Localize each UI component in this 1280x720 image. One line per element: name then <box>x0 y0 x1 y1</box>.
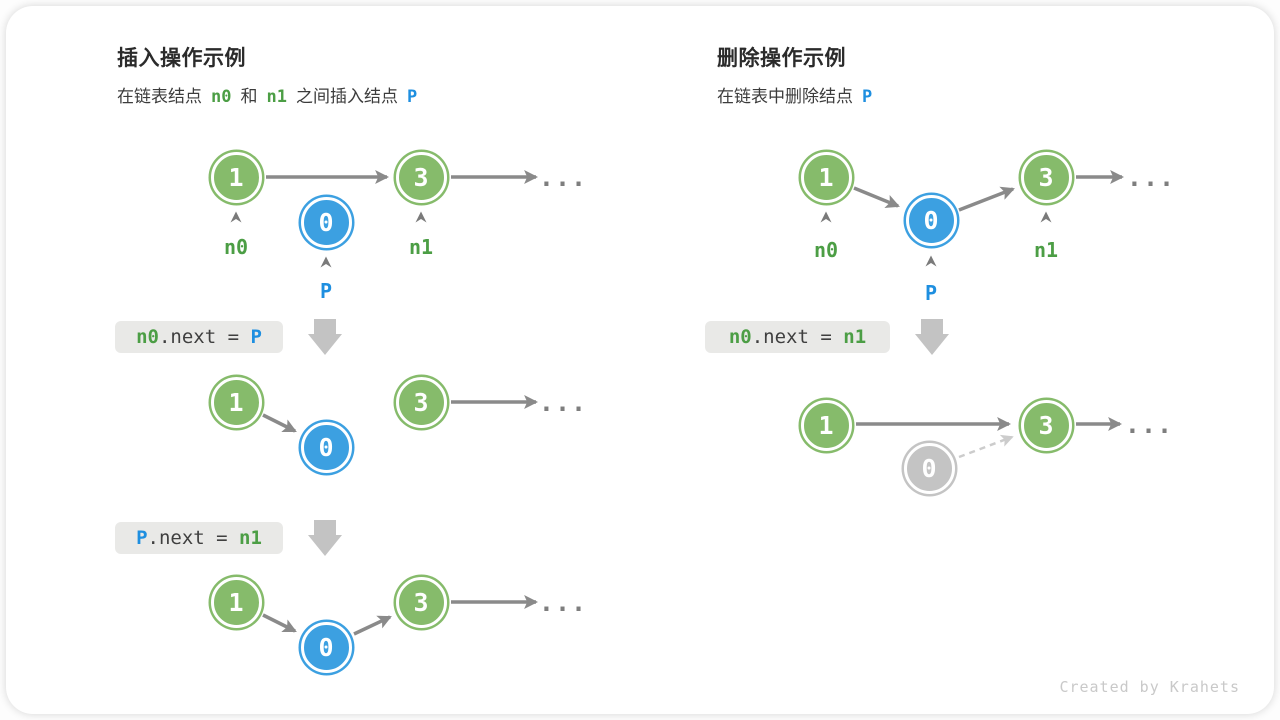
node-3: 3 <box>395 376 447 428</box>
node-3: 3 <box>1020 399 1072 451</box>
node-1: 1 <box>800 399 852 451</box>
subtitle-text: 在链表中删除结点 <box>717 87 853 106</box>
card-background <box>6 6 1274 714</box>
ellipsis: ... <box>1126 163 1176 193</box>
node-0: 0 <box>300 621 352 673</box>
ellipsis: ... <box>538 163 588 193</box>
subtitle-text: 之间插入结点 <box>295 87 398 106</box>
code-lhs: n0 <box>728 326 752 348</box>
code-lhs: P <box>136 527 148 549</box>
code-box-insert-step2: P .next = n1 <box>115 522 283 554</box>
subtitle-text: 在链表结点 <box>117 87 202 106</box>
pointer-label-n0: n0 <box>813 238 839 262</box>
code-box-insert-step1: n0 .next = P <box>115 321 283 353</box>
pointer-label-n1: n1 <box>408 235 434 259</box>
node-0: 0 <box>300 421 352 473</box>
node-3: 3 <box>395 576 447 628</box>
code-rhs: P <box>250 326 262 348</box>
node-1: 1 <box>800 151 852 203</box>
token-n0: n0 <box>211 87 232 107</box>
left-subtitle: 在链表结点 n0 和 n1 之间插入结点 P <box>117 82 417 107</box>
node-0: 0 <box>300 196 352 248</box>
node-1: 1 <box>210 576 262 628</box>
right-subtitle: 在链表中删除结点 P <box>717 82 872 107</box>
code-box-delete-step: n0 .next = n1 <box>705 321 890 353</box>
ellipsis: ... <box>1124 410 1174 440</box>
token-n1: n1 <box>266 87 287 107</box>
code-rhs: n1 <box>239 527 262 549</box>
right-title: 删除操作示例 <box>717 47 846 70</box>
pointer-label-n1: n1 <box>1033 238 1059 262</box>
left-title: 插入操作示例 <box>117 47 246 70</box>
ellipsis: ... <box>538 388 588 418</box>
token-p: P <box>862 87 873 107</box>
pointer-label-n0: n0 <box>223 235 249 259</box>
code-mid: .next = <box>147 527 240 549</box>
pointer-label-p: P <box>319 279 333 303</box>
node-1: 1 <box>210 151 262 203</box>
code-mid: .next = <box>158 326 251 348</box>
code-rhs: n1 <box>843 326 867 348</box>
node-0: 0 <box>905 194 957 246</box>
code-mid: .next = <box>751 326 844 348</box>
node-1: 1 <box>210 376 262 428</box>
credit-text: Created by Krahets <box>1059 678 1240 696</box>
token-p: P <box>406 87 418 107</box>
code-lhs: n0 <box>136 326 159 348</box>
node-3: 3 <box>1020 151 1072 203</box>
node-3: 3 <box>395 151 447 203</box>
subtitle-text: 和 <box>240 87 258 106</box>
node-0-removed: 0 <box>903 442 955 494</box>
ellipsis: ... <box>538 588 588 618</box>
pointer-label-p: P <box>924 281 938 305</box>
